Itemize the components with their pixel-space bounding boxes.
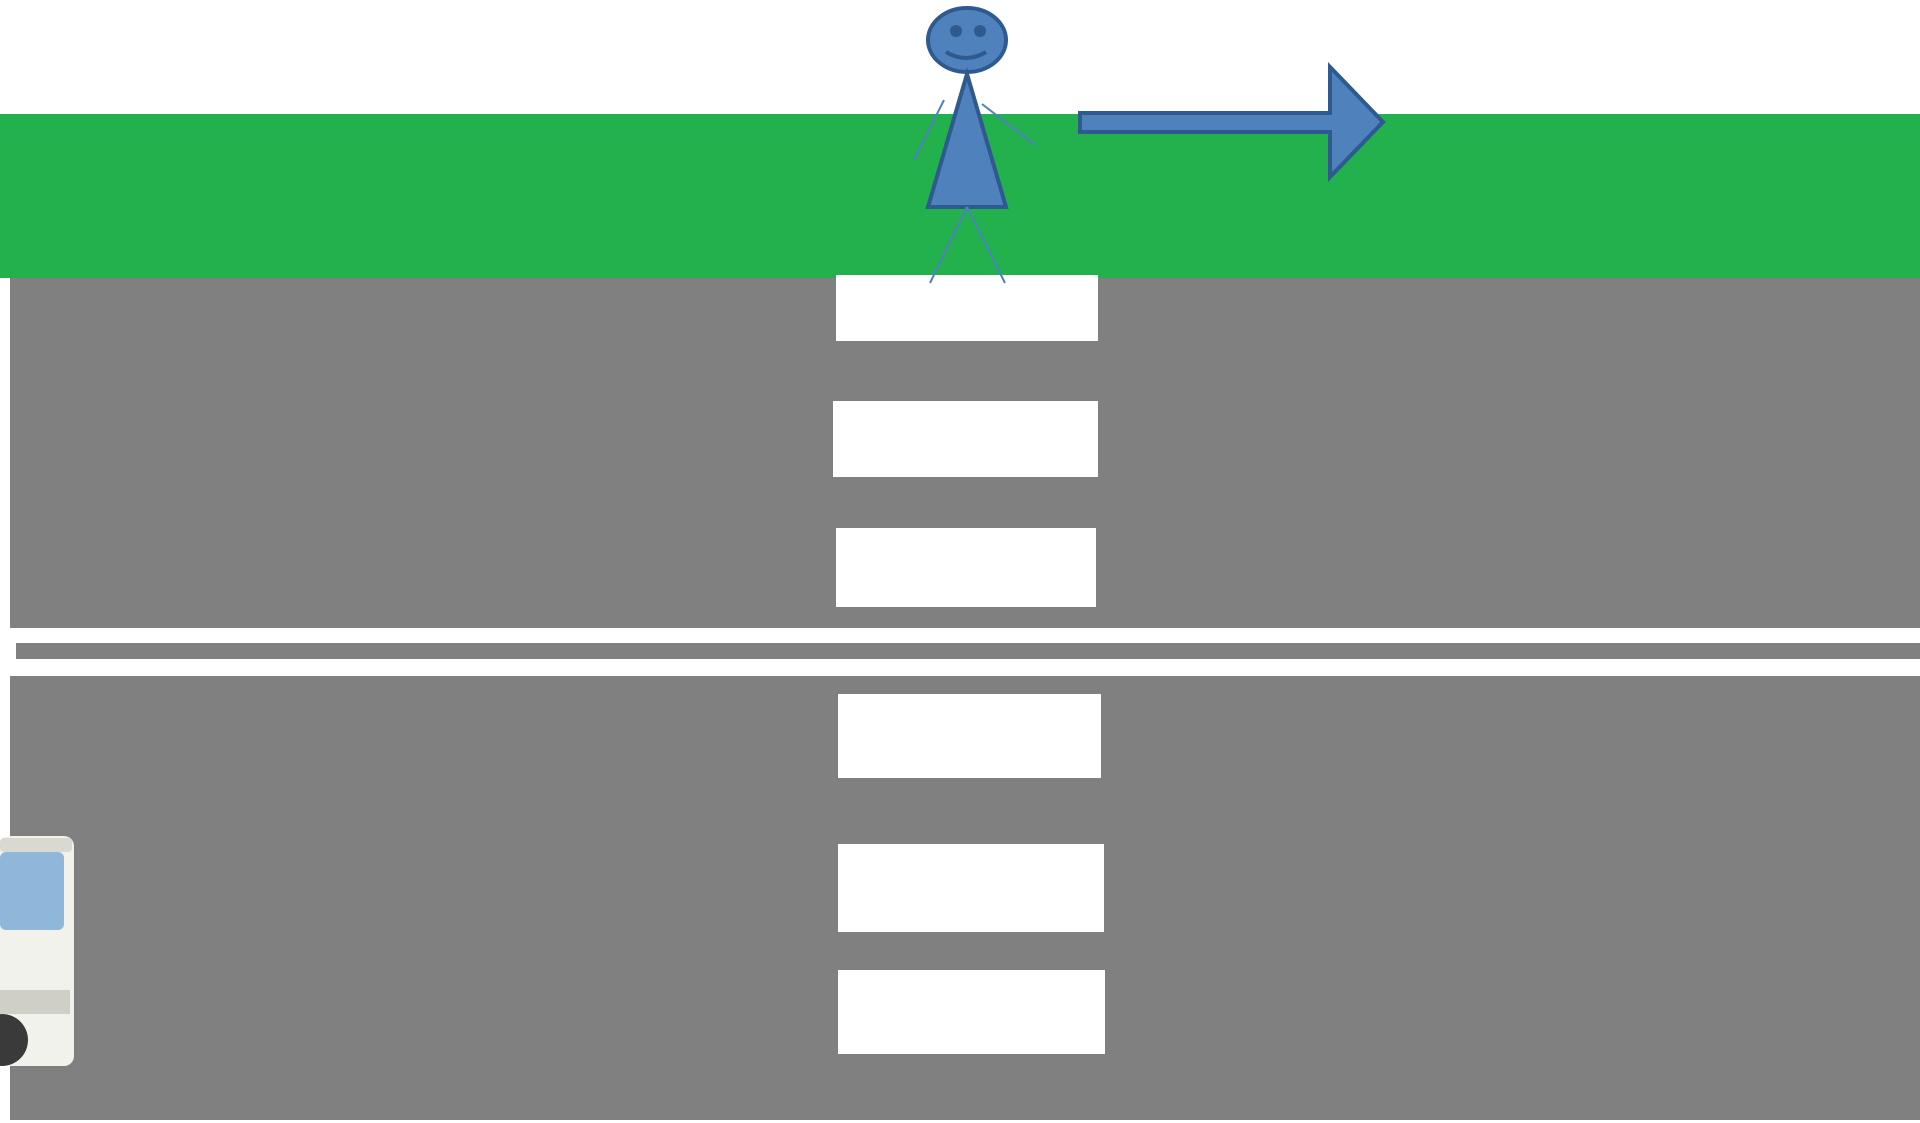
- crosswalk-stripe-4: [838, 694, 1101, 778]
- crosswalk-stripe-5: [838, 844, 1104, 932]
- median-gap: [16, 643, 1920, 659]
- crosswalk-stripe-6: [838, 970, 1105, 1054]
- road-edge-left: [0, 278, 10, 1120]
- sidewalk: [0, 114, 1920, 278]
- crosswalk-stripe-2: [833, 401, 1098, 477]
- crosswalk-stripe-1: [836, 275, 1098, 341]
- median-line-top: [14, 628, 1920, 643]
- crosswalk-stripe-3: [836, 528, 1096, 607]
- median-line-bottom: [14, 659, 1920, 676]
